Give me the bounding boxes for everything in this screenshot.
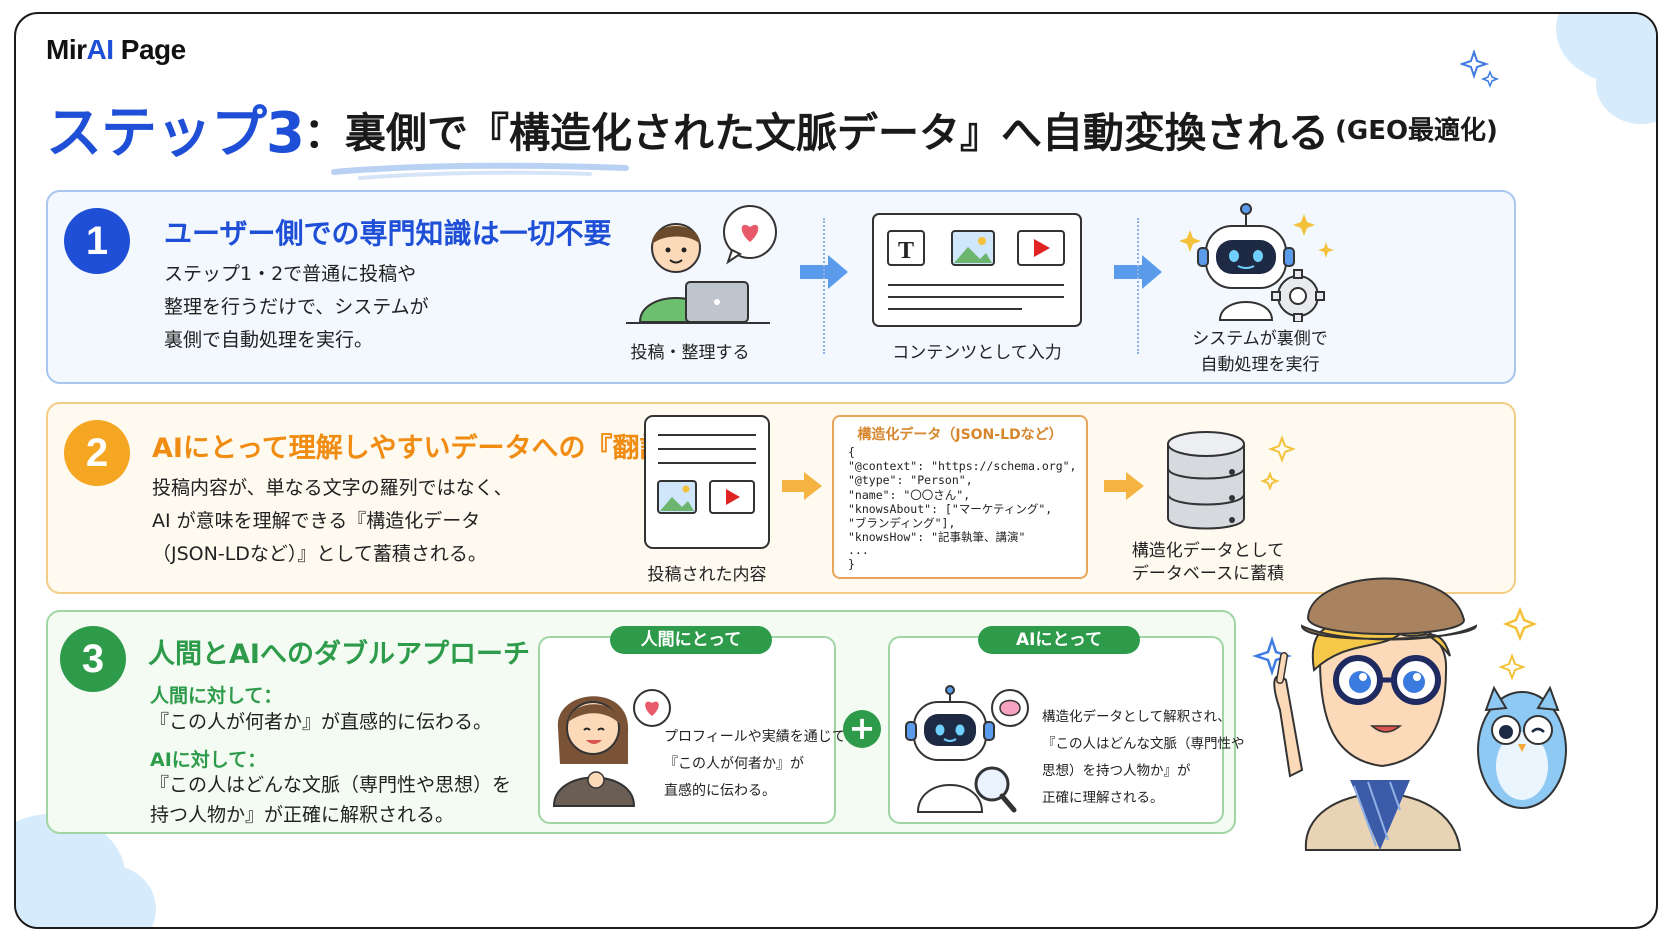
section-3-heading: 人間とAIへのダブルアプローチ <box>148 639 530 670</box>
section-1-body: ステップ1・2で普通に投稿や 整理を行うだけで、システムが 裏側で自動処理を実行… <box>164 263 429 351</box>
json-line: { <box>848 445 855 459</box>
title-colon: ： <box>303 108 345 157</box>
json-line: } <box>848 557 855 571</box>
ai-card-pill: AIにとって <box>978 626 1140 654</box>
arrow-right-icon <box>1104 472 1144 500</box>
human-card-pill: 人間にとって <box>610 626 772 654</box>
human-card: 人間にとって プロフィールや実績を通じて 『この人が何者か』が 直感的に伝わる。 <box>538 626 846 824</box>
json-line: "@type": "Person", <box>848 473 973 487</box>
json-ld-box: 構造化データ（JSON-LDなど） { "@context": "https:/… <box>832 415 1088 579</box>
page-title: ステップ3：裏側で『構造化された文脈データ』へ自動変換される(GEO最適化) <box>46 88 1586 169</box>
posted-content-card-illustration <box>644 415 770 549</box>
ai-text: 『この人はどんな文脈（専門性や思想）を 持つ人物か』が正確に解釈される。 <box>150 774 512 826</box>
section-3-number: 3 <box>60 626 126 692</box>
section-1-number: 1 <box>64 208 130 274</box>
json-line: ... <box>848 543 869 557</box>
content-input-card-illustration: T <box>872 213 1082 327</box>
woman-illustration <box>552 689 671 807</box>
title-main: 裏側で『構造化された文脈データ』へ自動変換される <box>344 108 1329 157</box>
json-ld-title: 構造化データ（JSON-LDなど） <box>857 427 1063 443</box>
logo: MirAI Page <box>46 34 186 65</box>
ai-card-text: 構造化データとして解釈され、 『この人はどんな文脈（専門性や 思想）を持つ人物か… <box>1042 709 1245 806</box>
json-line: "ブランディング"], <box>848 516 956 530</box>
json-line: "knowsAbout": ["マーケティング", <box>848 502 1053 516</box>
human-text: 『この人が何者か』が直感的に伝わる。 <box>150 711 493 733</box>
title-step: ステップ3 <box>46 101 305 166</box>
database-caption: 構造化データとして データベースに蓄積 <box>1131 541 1285 584</box>
section-2-body: 投稿内容が、単なる文字の羅列ではなく、 AI が意味を理解できる『構造化データ … <box>152 477 513 565</box>
person-laptop-illustration <box>626 205 777 324</box>
section-2-heading: AIにとって理解しやすいデータへの『翻訳』 <box>152 433 694 464</box>
posted-content-caption: 投稿された内容 <box>647 565 767 585</box>
cloud-decoration-bottom-left-2 <box>56 864 156 927</box>
flow-2-caption: コンテンツとして入力 <box>892 343 1062 363</box>
human-card-text: プロフィールや実績を通じて 『この人が何者か』が 直感的に伝わる。 <box>664 729 846 799</box>
flow-1-caption: 投稿・整理する <box>630 343 750 363</box>
dotted-divider <box>823 218 825 354</box>
title-sub: (GEO最適化) <box>1334 116 1498 146</box>
mascot-boy-owl-illustration <box>1252 577 1567 851</box>
robot-gear-illustration <box>1180 203 1334 322</box>
flow-3-caption: システムが裏側で 自動処理を実行 <box>1192 329 1328 375</box>
ai-card: AIにとって 構造化データとして解釈され、 『この人はどんな文脈（専門性や 思想… <box>888 626 1245 824</box>
section-2-number: 2 <box>64 420 130 486</box>
section-1-heading: ユーザー側での専門知識は一切不要 <box>164 217 612 250</box>
json-line: "name": "〇〇さん", <box>848 488 971 502</box>
text-type-icon: T <box>898 238 914 264</box>
ai-label: AIに対して： <box>150 749 267 771</box>
title-underline-swoosh <box>331 162 629 180</box>
json-line: "knowsHow": "記事執筆、講演" <box>848 530 1026 544</box>
section-1-panel <box>46 190 1516 384</box>
human-label: 人間に対して： <box>150 685 283 707</box>
section-2-panel <box>46 402 1516 594</box>
dotted-divider <box>1137 218 1139 354</box>
json-line: "@context": "https://schema.org", <box>848 459 1077 473</box>
plus-icon: + <box>843 710 881 748</box>
robot-magnifier-illustration <box>905 685 1029 813</box>
database-icon <box>1167 431 1296 530</box>
arrow-right-icon <box>782 472 822 500</box>
sparkle-icon <box>1460 50 1500 89</box>
